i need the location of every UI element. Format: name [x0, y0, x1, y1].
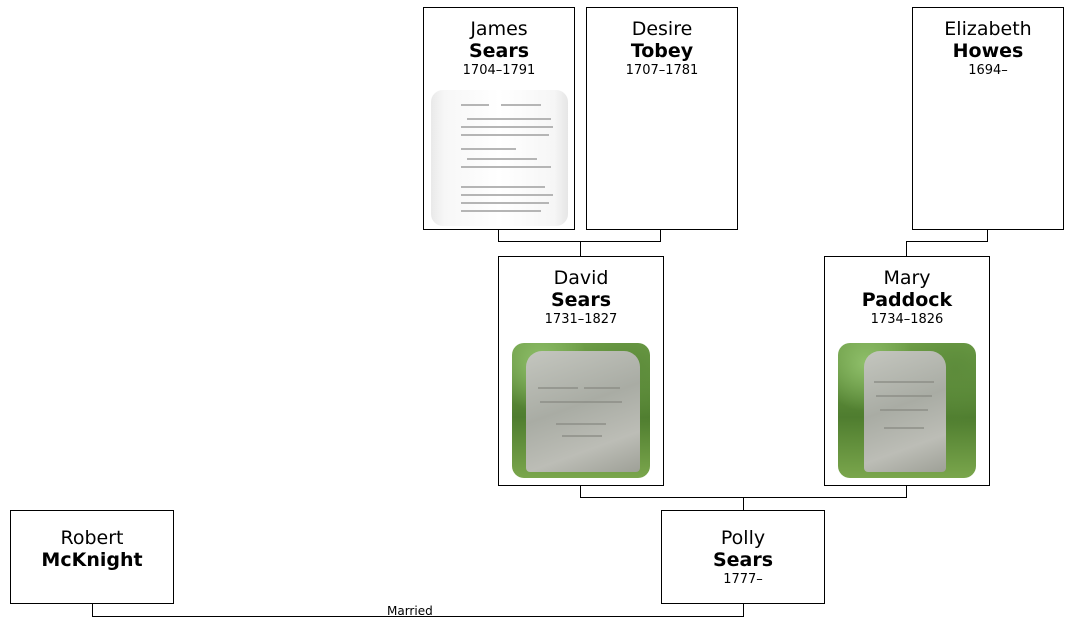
surname: McKnight [41, 549, 143, 571]
connector-line [580, 485, 581, 497]
person-card-james-sears[interactable]: James Sears 1704–1791 [423, 7, 575, 230]
connector-line [580, 241, 581, 256]
connector-line [906, 241, 988, 242]
life-years: 1777– [723, 572, 763, 587]
connector-line [92, 616, 744, 617]
surname: Sears [550, 289, 612, 311]
connector-line [660, 229, 661, 241]
connector-line [906, 485, 907, 497]
life-years: 1707–1781 [625, 63, 699, 78]
life-years: 1704–1791 [462, 63, 536, 78]
connector-line [743, 497, 744, 510]
life-years: 1731–1827 [544, 312, 618, 327]
gravestone-photo[interactable] [512, 343, 650, 478]
surname: Sears [712, 549, 774, 571]
connector-line [498, 229, 499, 241]
document-photo[interactable] [431, 90, 568, 226]
given-name: Elizabeth [944, 18, 1032, 40]
surname: Tobey [630, 40, 694, 62]
connector-line [743, 603, 744, 616]
person-card-elizabeth-howes[interactable]: Elizabeth Howes 1694– [912, 7, 1064, 230]
given-name: Robert [60, 527, 124, 549]
given-name: Polly [720, 527, 766, 549]
given-name: Desire [631, 18, 693, 40]
connector-line [92, 603, 93, 616]
person-card-mary-paddock[interactable]: Mary Paddock 1734–1826 [824, 256, 990, 486]
surname: Sears [468, 40, 530, 62]
gravestone-photo[interactable] [838, 343, 976, 478]
life-years: 1694– [968, 63, 1008, 78]
person-card-polly-sears[interactable]: Polly Sears 1777– [661, 510, 825, 604]
life-years: 1734–1826 [870, 312, 944, 327]
given-name: James [470, 18, 528, 40]
connector-line [498, 241, 661, 242]
person-card-david-sears[interactable]: David Sears 1731–1827 [498, 256, 664, 486]
given-name: Mary [883, 267, 931, 289]
connector-line [906, 241, 907, 256]
person-card-desire-tobey[interactable]: Desire Tobey 1707–1781 [586, 7, 738, 230]
relationship-label: Married [387, 604, 433, 618]
connector-line [987, 229, 988, 241]
surname: Paddock [861, 289, 953, 311]
surname: Howes [952, 40, 1024, 62]
given-name: David [553, 267, 609, 289]
person-card-robert-mcknight[interactable]: Robert McKnight [10, 510, 174, 604]
